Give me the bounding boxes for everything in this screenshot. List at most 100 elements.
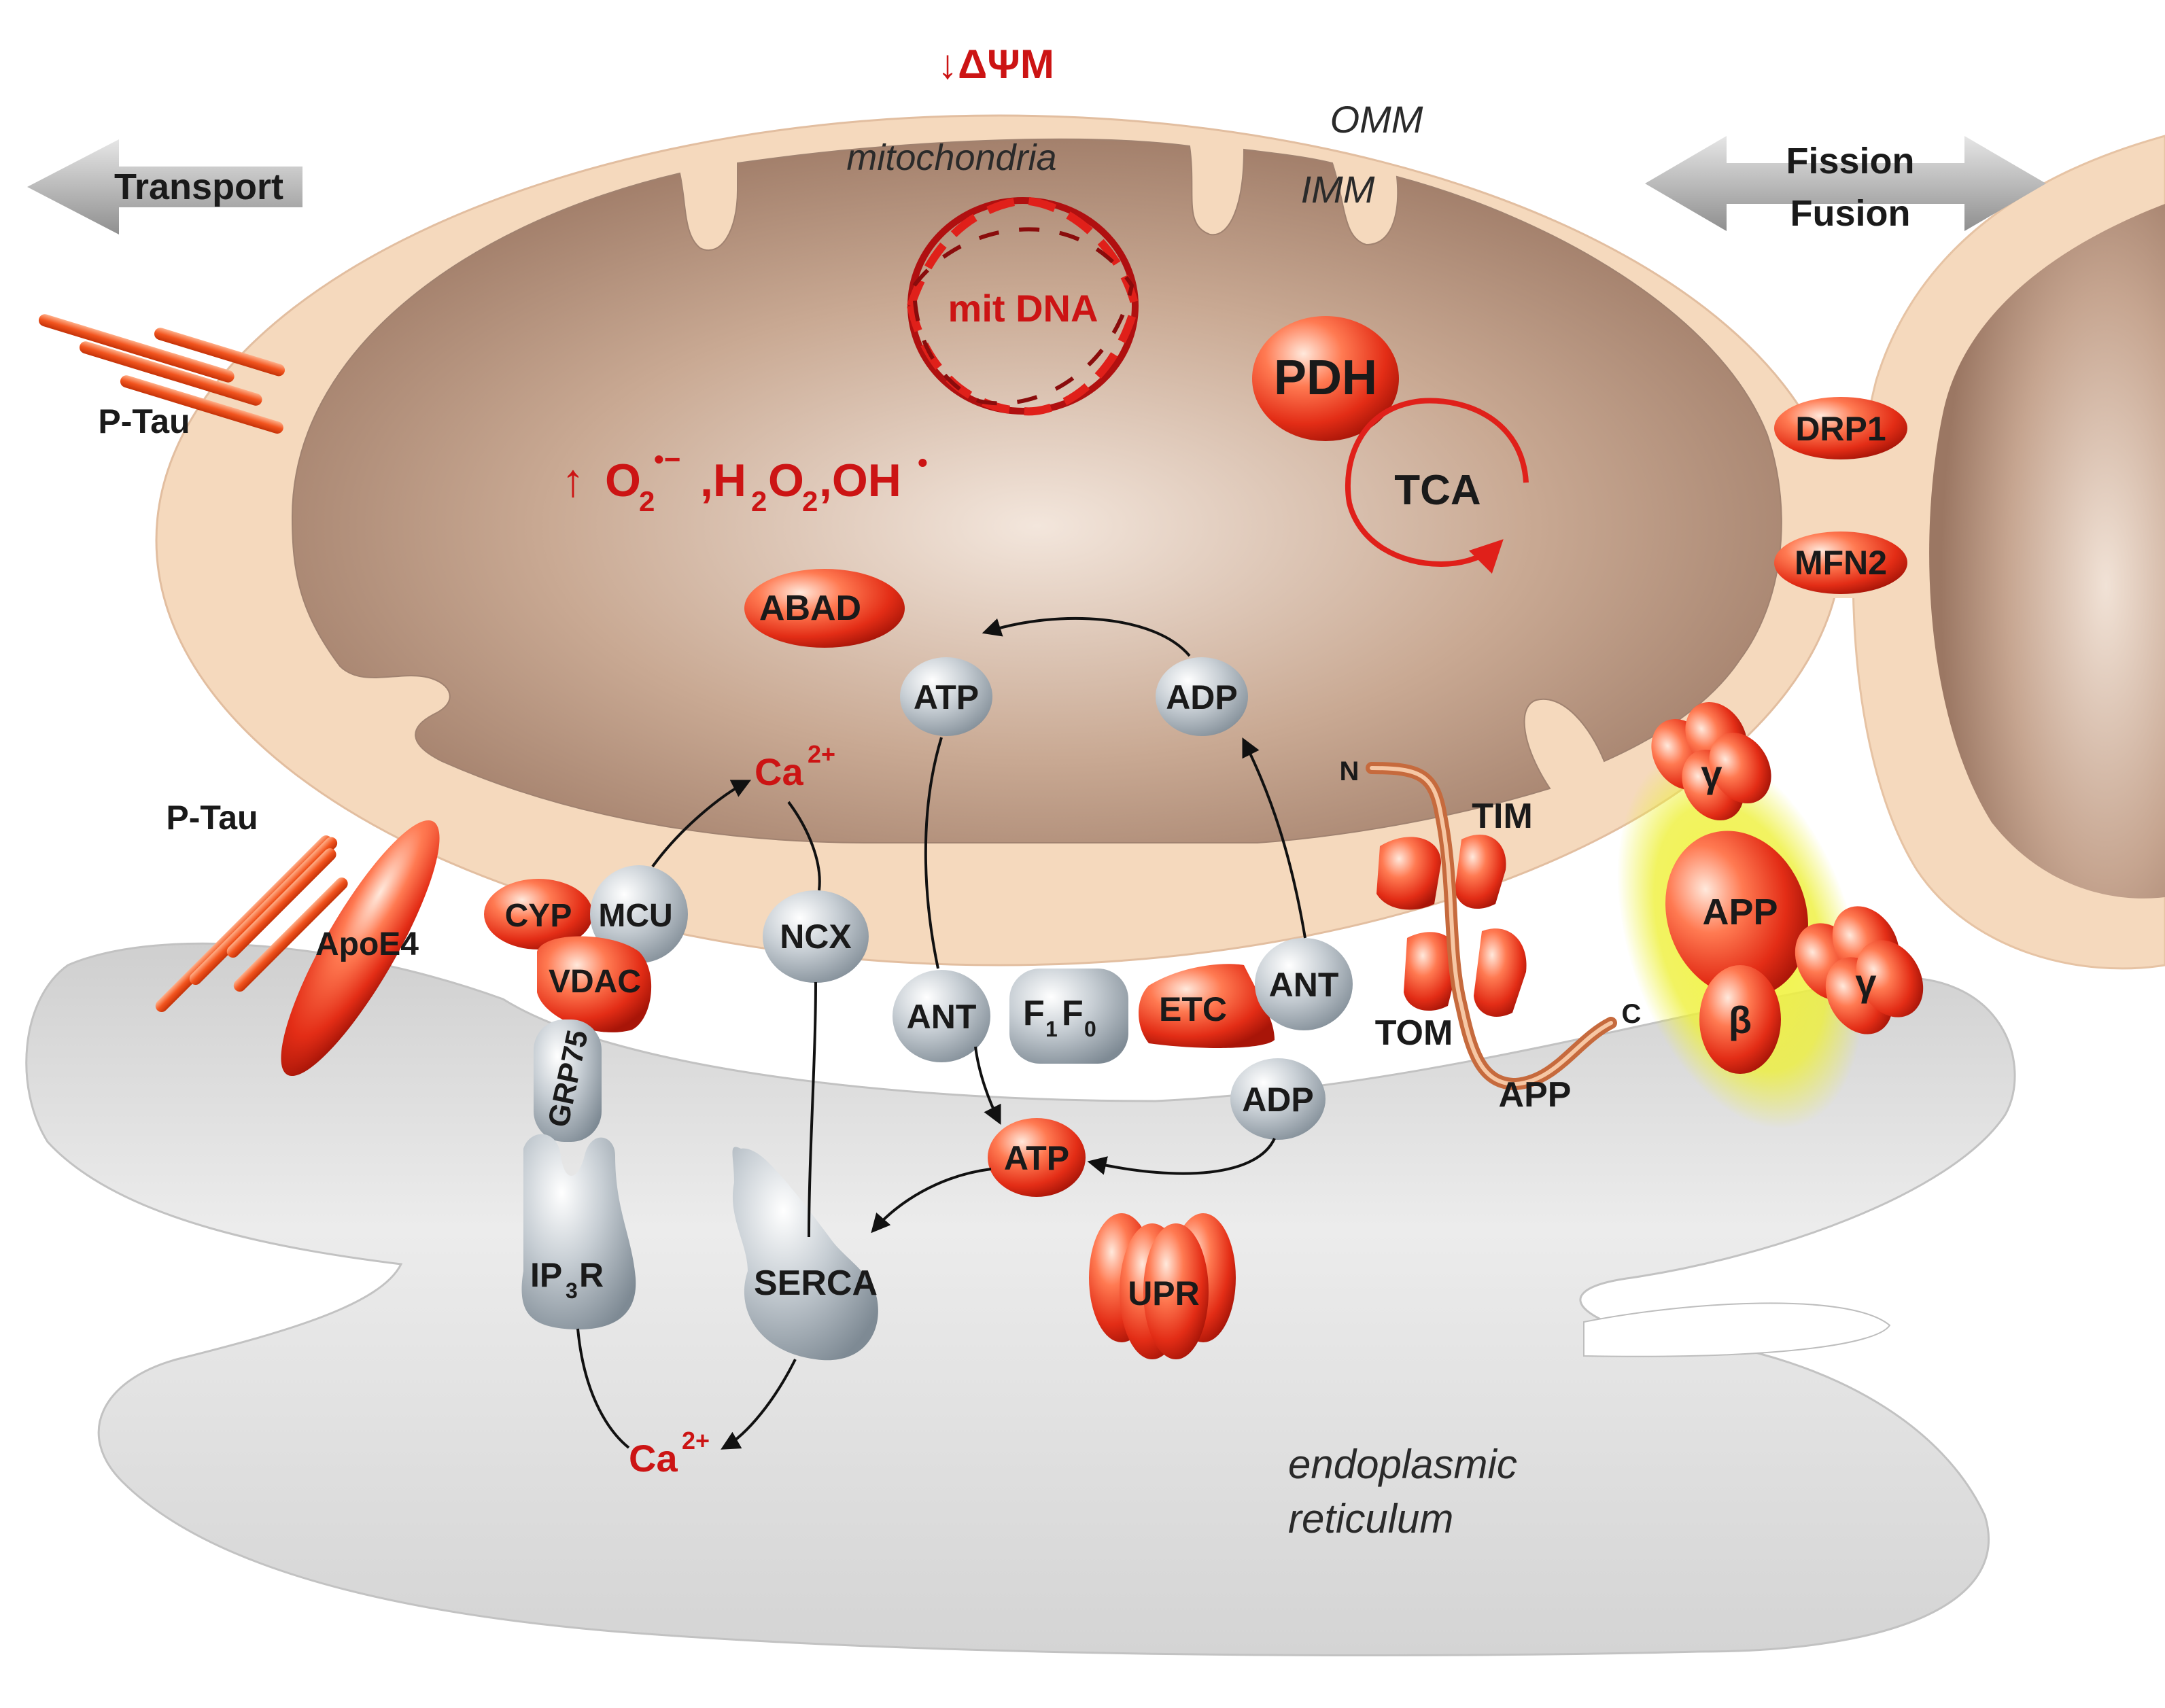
mit-dna-label: mit DNA bbox=[948, 287, 1098, 330]
beta-secretase-protein bbox=[1699, 965, 1781, 1074]
beta-label: β bbox=[1729, 998, 1752, 1041]
cyp-protein bbox=[484, 879, 593, 949]
atp-matrix-label: ATP bbox=[914, 678, 979, 716]
f1f0-label: F 1 F 0 bbox=[1023, 994, 1096, 1041]
ip3r-text-a: IP bbox=[530, 1256, 562, 1294]
ant-right-label: ANT bbox=[1269, 966, 1339, 1004]
ros-label: ↑ O 2 •− ,H 2 O 2 ,OH • bbox=[561, 443, 928, 517]
ip3r-text-b: R bbox=[579, 1256, 604, 1294]
ros-o2-sub: 2 bbox=[639, 485, 655, 517]
adp-ims-label: ADP bbox=[1242, 1081, 1314, 1119]
tom-complex bbox=[1404, 928, 1527, 1017]
p-tau-filaments-bottom bbox=[155, 835, 348, 1012]
right-mitochondrion bbox=[1852, 135, 2165, 970]
etc-label: ETC bbox=[1159, 990, 1227, 1028]
apoe4-protein bbox=[281, 820, 440, 1077]
mcu-label: MCU bbox=[598, 898, 672, 934]
calcium-matrix-label: Ca 2+ bbox=[755, 740, 835, 793]
tom-label: TOM bbox=[1375, 1013, 1453, 1053]
ros-h2-sub: 2 bbox=[751, 485, 767, 517]
fission-fusion-arrow bbox=[1645, 136, 2046, 231]
ros-o2b-sub: 2 bbox=[802, 485, 818, 517]
mitochondria-label: mitochondria bbox=[846, 137, 1056, 178]
tca-label: TCA bbox=[1394, 467, 1480, 514]
app-secretase-protein bbox=[1665, 831, 1808, 998]
ip3r-text-sub: 3 bbox=[566, 1278, 578, 1303]
ros-o2-sup: •− bbox=[654, 443, 680, 475]
upr-label: UPR bbox=[1128, 1274, 1200, 1312]
n-terminus-label: N bbox=[1340, 756, 1359, 786]
etc-protein bbox=[1139, 964, 1275, 1048]
adp-matrix bbox=[1156, 657, 1248, 736]
calcium-er-text: Ca bbox=[629, 1437, 678, 1480]
pdh-label: PDH bbox=[1274, 351, 1377, 405]
calcium-matrix-text: Ca bbox=[755, 750, 803, 793]
atp-matrix bbox=[900, 657, 992, 736]
grp75-protein bbox=[534, 1019, 602, 1142]
p-tau-filaments-top bbox=[38, 314, 285, 434]
tim-complex bbox=[1376, 834, 1506, 910]
f1f0-f: F bbox=[1023, 994, 1045, 1033]
pdh-protein bbox=[1252, 316, 1399, 441]
omm-label: OMM bbox=[1330, 98, 1423, 141]
ip3r-channel bbox=[521, 1134, 636, 1330]
serca-pump bbox=[732, 1147, 878, 1361]
ros-o2: O bbox=[605, 455, 641, 506]
mitochondrial-dna-ring bbox=[907, 196, 1140, 416]
atp-cytosol-label: ATP bbox=[1004, 1139, 1069, 1177]
upr-complex bbox=[1089, 1213, 1236, 1359]
ros-o: O bbox=[768, 455, 804, 506]
calcium-er-label: Ca 2+ bbox=[629, 1427, 710, 1480]
serca-label: SERCA bbox=[754, 1263, 878, 1303]
ant-left-label: ANT bbox=[907, 998, 977, 1036]
ncx-protein bbox=[763, 890, 869, 983]
drp1-protein bbox=[1774, 397, 1907, 459]
ncx-label: NCX bbox=[780, 918, 852, 956]
calcium-matrix-sup: 2+ bbox=[808, 740, 835, 768]
adp-to-atp-arrow bbox=[982, 616, 1191, 657]
app-secretase-label: APP bbox=[1702, 892, 1778, 933]
cyp-label: CYP bbox=[505, 898, 572, 934]
app-strand-label: APP bbox=[1499, 1075, 1572, 1115]
membrane-potential-label: ↓ΔΨM bbox=[937, 41, 1054, 87]
mfn2-label: MFN2 bbox=[1795, 544, 1887, 582]
p-tau-top-label: P-Tau bbox=[98, 402, 190, 440]
f1f0-sub1: 1 bbox=[1045, 1017, 1058, 1041]
mitochondrion bbox=[155, 114, 1917, 966]
f1f0-protein bbox=[1009, 969, 1128, 1064]
transport-arrow bbox=[27, 139, 302, 234]
atp-cytosol bbox=[988, 1118, 1086, 1197]
ros-up-arrow: ↑ bbox=[561, 455, 585, 506]
er-label-line2: reticulum bbox=[1288, 1496, 1453, 1541]
adp-matrix-label: ADP bbox=[1166, 678, 1238, 716]
flow-arrows bbox=[576, 737, 1306, 1450]
ros-h: ,H bbox=[700, 455, 746, 506]
abad-label: ABAD bbox=[759, 589, 861, 628]
tca-cycle-arrow bbox=[1345, 398, 1529, 574]
ros-oh: ,OH bbox=[819, 455, 901, 506]
calcium-er-sup: 2+ bbox=[682, 1427, 710, 1454]
abad-protein bbox=[744, 569, 905, 648]
gamma-top-label: γ bbox=[1701, 752, 1722, 795]
ant-right-protein bbox=[1255, 938, 1353, 1030]
fission-label: Fission bbox=[1786, 141, 1914, 181]
ip3r-label: IP 3 R bbox=[530, 1256, 604, 1303]
tim-label: TIM bbox=[1472, 797, 1533, 836]
ant-left-protein bbox=[893, 970, 990, 1062]
gamma-right-label: γ bbox=[1855, 961, 1876, 1004]
f1f0-sub0: 0 bbox=[1084, 1017, 1096, 1041]
adp-ims bbox=[1230, 1058, 1326, 1140]
er-label-line1: endoplasmic bbox=[1288, 1442, 1517, 1487]
gamma-secretase-right bbox=[1795, 906, 1924, 1034]
f1f0-f2: F bbox=[1062, 994, 1084, 1033]
mcu-protein bbox=[590, 865, 688, 963]
fusion-label: Fusion bbox=[1790, 193, 1911, 234]
gamma-secretase-top bbox=[1651, 701, 1771, 821]
c-terminus-label: C bbox=[1622, 999, 1642, 1029]
vdac-label: VDAC bbox=[549, 964, 641, 1000]
drp1-label: DRP1 bbox=[1795, 410, 1886, 448]
endoplasmic-reticulum bbox=[25, 942, 2016, 1657]
p-tau-bottom-label: P-Tau bbox=[166, 799, 258, 837]
transport-label: Transport bbox=[114, 167, 283, 207]
